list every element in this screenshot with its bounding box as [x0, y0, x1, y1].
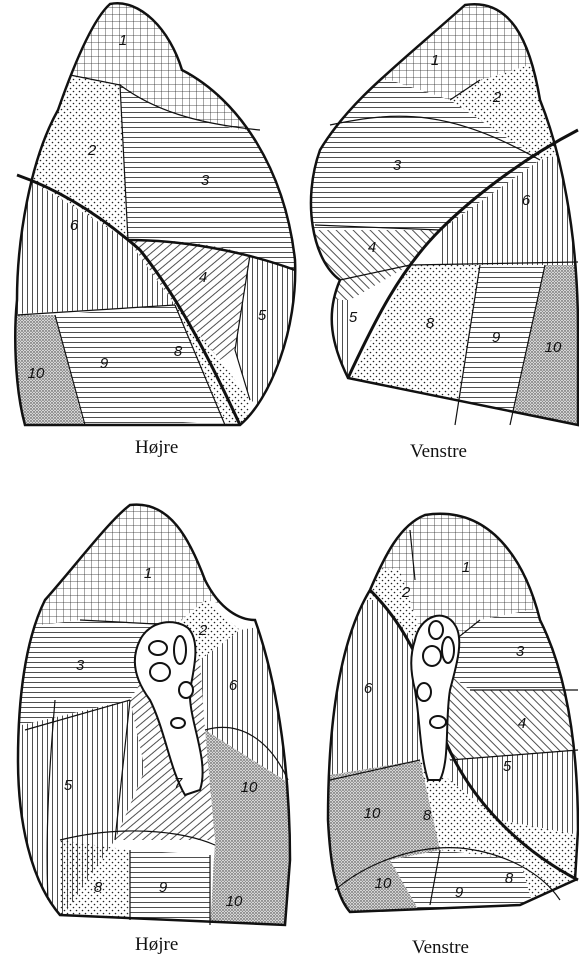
segment-number-label: 1 [462, 559, 470, 576]
segment-5 [300, 300, 350, 390]
segment-number-label: 2 [492, 89, 502, 106]
segment-number-label: 1 [431, 52, 439, 69]
segment-number-label: 10 [241, 779, 258, 796]
segment-number-label: 4 [199, 269, 207, 286]
segment-number-label: 2 [198, 622, 208, 639]
segment-number-label: 4 [368, 239, 376, 256]
segment-9 [390, 850, 540, 930]
segment-number-label: 2 [401, 584, 411, 601]
segment-number-label: 7 [174, 775, 183, 792]
lung-bottom-left [0, 490, 300, 930]
segment-number-label: 8 [94, 879, 103, 896]
segment-number-label: 9 [100, 355, 109, 372]
lung-top-left [0, 0, 300, 430]
segment-number-label: 4 [518, 715, 526, 732]
segment-number-label: 10 [28, 365, 45, 382]
segment-number-label: 1 [144, 565, 152, 582]
segment-number-label: 9 [492, 329, 501, 346]
segment-number-label: 2 [87, 142, 97, 159]
segment-number-label: 9 [159, 879, 168, 896]
segment-number-label: 1 [119, 32, 127, 49]
segment-number-label: 3 [516, 643, 525, 660]
segment-number-label: 5 [503, 758, 512, 775]
segment-number-label: 10 [364, 805, 381, 822]
segment-number-label: 8 [174, 343, 183, 360]
segment-number-label: 10 [545, 339, 562, 356]
segment-number-label: 3 [201, 172, 210, 189]
caption-right-lung-lateral: Højre [135, 437, 178, 459]
segment-number-label: 6 [522, 192, 531, 209]
caption-left-lung-medial: Venstre [412, 937, 469, 959]
segment-1 [0, 490, 300, 630]
segment-number-label: 8 [505, 870, 514, 887]
segment-number-label: 5 [64, 777, 73, 794]
segment-number-label: 9 [455, 884, 464, 901]
segment-number-label: 5 [258, 307, 267, 324]
segment-number-label: 10 [226, 893, 243, 910]
segment-number-label: 6 [70, 217, 79, 234]
segment-number-label: 3 [393, 157, 402, 174]
segment-number-label: 8 [423, 807, 432, 824]
caption-left-lung-lateral: Venstre [410, 441, 467, 463]
segment-number-label: 3 [76, 657, 85, 674]
segment-number-label: 5 [349, 309, 358, 326]
segment-number-label: 8 [426, 315, 435, 332]
caption-right-lung-medial: Højre [135, 934, 178, 956]
segment-number-label: 6 [364, 680, 373, 697]
segment-number-label: 6 [229, 677, 238, 694]
segment-number-label: 10 [375, 875, 392, 892]
